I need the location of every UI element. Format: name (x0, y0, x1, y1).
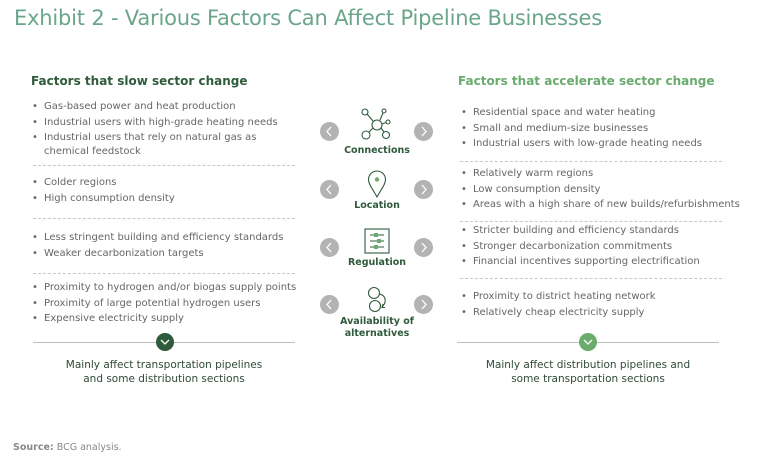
slow-footer: Mainly affect transportation pipelines a… (33, 359, 295, 386)
slow-group-connections: Gas-based power and heat production Indu… (31, 99, 278, 159)
chevron-left-icon (326, 242, 332, 253)
list-item: High consumption density (31, 191, 175, 207)
list-item: Colder regions (31, 175, 175, 191)
sliders-icon (364, 228, 390, 254)
chevron-right-icon (421, 184, 427, 195)
factor-label-alternatives: Availability of alternatives (321, 316, 433, 340)
list-item: Stronger decarbonization commitments (460, 239, 700, 255)
page-title: Exhibit 2 - Various Factors Can Affect P… (14, 6, 602, 30)
factor-label-connections: Connections (344, 145, 410, 156)
source-label: Source: (13, 442, 54, 453)
footer-line: Mainly affect transportation pipelines (65, 359, 263, 371)
list-item: Gas-based power and heat production (31, 99, 278, 115)
arrow-right-button[interactable] (414, 180, 433, 199)
accelerate-factors-header: Factors that accelerate sector change (458, 74, 715, 88)
chevron-down-icon (160, 339, 170, 345)
list-item: Less stringent building and efficiency s… (31, 230, 283, 246)
label-line: alternatives (344, 328, 410, 339)
arrow-left-button[interactable] (320, 238, 339, 257)
accel-group-connections: Residential space and water heating Smal… (460, 105, 702, 152)
chevron-left-icon (326, 126, 332, 137)
accel-footer: Mainly affect distribution pipelines and… (457, 359, 719, 386)
network-icon (361, 108, 391, 140)
slow-group-alternatives: Proximity to hydrogen and/or biogas supp… (31, 280, 296, 327)
arrow-left-button[interactable] (320, 180, 339, 199)
divider (33, 273, 295, 274)
divider (460, 161, 722, 162)
arrow-left-button[interactable] (320, 295, 339, 314)
check-button-right[interactable] (579, 333, 597, 351)
list-item: Areas with a high share of new builds/re… (460, 197, 740, 213)
source-note: Source: BCG analysis. (13, 442, 122, 453)
list-item-continuation: chemical feedstock (44, 145, 141, 157)
chevron-down-icon (583, 339, 593, 345)
list-item: Proximity to district heating network (460, 289, 656, 305)
arrow-right-button[interactable] (414, 238, 433, 257)
list-item: Industrial users with low-grade heating … (460, 136, 702, 152)
list-item: Weaker decarbonization targets (31, 246, 283, 262)
list-item: Residential space and water heating (460, 105, 702, 121)
arrow-left-button[interactable] (320, 122, 339, 141)
list-item: Financial incentives supporting electrif… (460, 254, 700, 270)
divider (460, 221, 722, 222)
arrow-right-button[interactable] (414, 122, 433, 141)
chevron-left-icon (326, 299, 332, 310)
list-item: Low consumption density (460, 182, 740, 198)
accel-group-regulation: Stricter building and efficiency standar… (460, 223, 700, 270)
list-item: Small and medium-size businesses (460, 121, 702, 137)
arrow-right-button[interactable] (414, 295, 433, 314)
list-item: Stricter building and efficiency standar… (460, 223, 700, 239)
factor-label-regulation: Regulation (347, 257, 407, 268)
list-item: Industrial users that rely on natural ga… (31, 130, 278, 146)
check-button-left[interactable] (156, 333, 174, 351)
list-item: Relatively cheap electricity supply (460, 305, 656, 321)
footer-line: and some distribution sections (83, 372, 245, 385)
footer-line: some transportation sections (511, 372, 665, 385)
footer-line: Mainly affect distribution pipelines and (485, 359, 691, 371)
list-item: Proximity to hydrogen and/or biogas supp… (31, 280, 296, 296)
chevron-right-icon (421, 242, 427, 253)
divider (33, 218, 295, 219)
alternatives-icon (367, 286, 386, 313)
divider (33, 165, 295, 166)
chevron-left-icon (326, 184, 332, 195)
accel-group-location: Relatively warm regions Low consumption … (460, 166, 740, 213)
list-item: Relatively warm regions (460, 166, 740, 182)
factor-label-location: Location (354, 200, 400, 211)
slow-factors-header: Factors that slow sector change (31, 74, 248, 88)
source-text: BCG analysis. (53, 442, 122, 453)
list-item: Expensive electricity supply (31, 311, 296, 327)
slow-group-location: Colder regions High consumption density (31, 175, 175, 206)
accel-group-alternatives: Proximity to district heating network Re… (460, 289, 656, 320)
chevron-right-icon (421, 126, 427, 137)
list-item: Proximity of large potential hydrogen us… (31, 296, 296, 312)
divider (460, 278, 722, 279)
map-pin-icon (367, 170, 387, 198)
slow-group-regulation: Less stringent building and efficiency s… (31, 230, 283, 261)
list-item: Industrial users with high-grade heating… (31, 115, 278, 131)
label-line: Availability of (340, 316, 414, 327)
chevron-right-icon (421, 299, 427, 310)
